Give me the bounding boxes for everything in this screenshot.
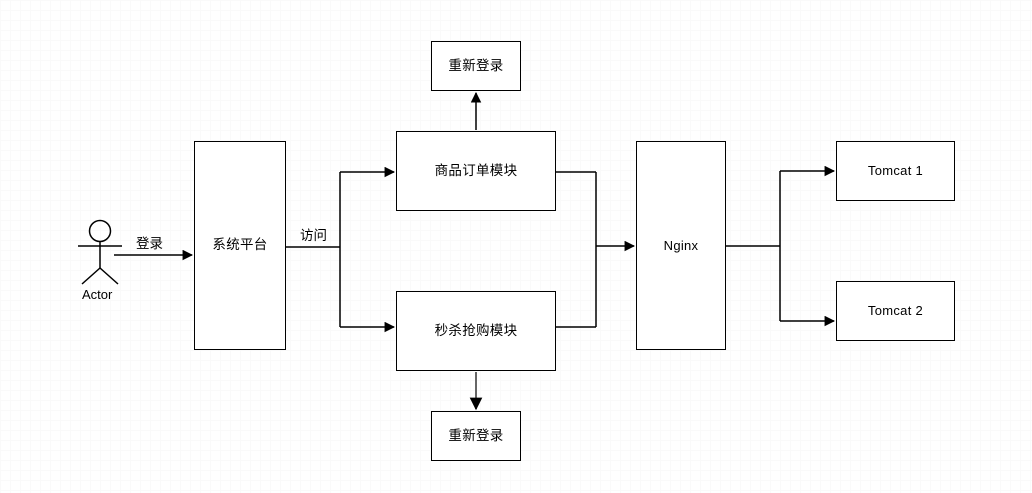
edge-label-access: 访问	[300, 228, 327, 244]
node-label-relogin-bottom: 重新登录	[448, 427, 504, 444]
edge-label-login: 登录	[136, 236, 163, 252]
node-label-tomcat-2: Tomcat 2	[867, 303, 924, 319]
node-label-order-module: 商品订单模块	[434, 162, 518, 179]
node-tomcat-1[interactable]: Tomcat 1	[836, 141, 955, 201]
node-system-platform[interactable]: 系统平台	[194, 141, 286, 350]
node-label-seckill-module: 秒杀抢购模块	[434, 322, 518, 339]
node-seckill-module[interactable]: 秒杀抢购模块	[396, 291, 556, 371]
node-label-system-platform: 系统平台	[212, 237, 268, 254]
node-tomcat-2[interactable]: Tomcat 2	[836, 281, 955, 341]
node-label-tomcat-1: Tomcat 1	[867, 163, 924, 179]
node-relogin-top[interactable]: 重新登录	[431, 41, 521, 91]
actor-icon	[78, 219, 122, 285]
actor-label: Actor	[82, 287, 113, 302]
node-label-relogin-top: 重新登录	[448, 57, 504, 74]
node-label-nginx: Nginx	[663, 237, 699, 253]
node-relogin-bottom[interactable]: 重新登录	[431, 411, 521, 461]
node-nginx[interactable]: Nginx	[636, 141, 726, 350]
node-order-module[interactable]: 商品订单模块	[396, 131, 556, 211]
